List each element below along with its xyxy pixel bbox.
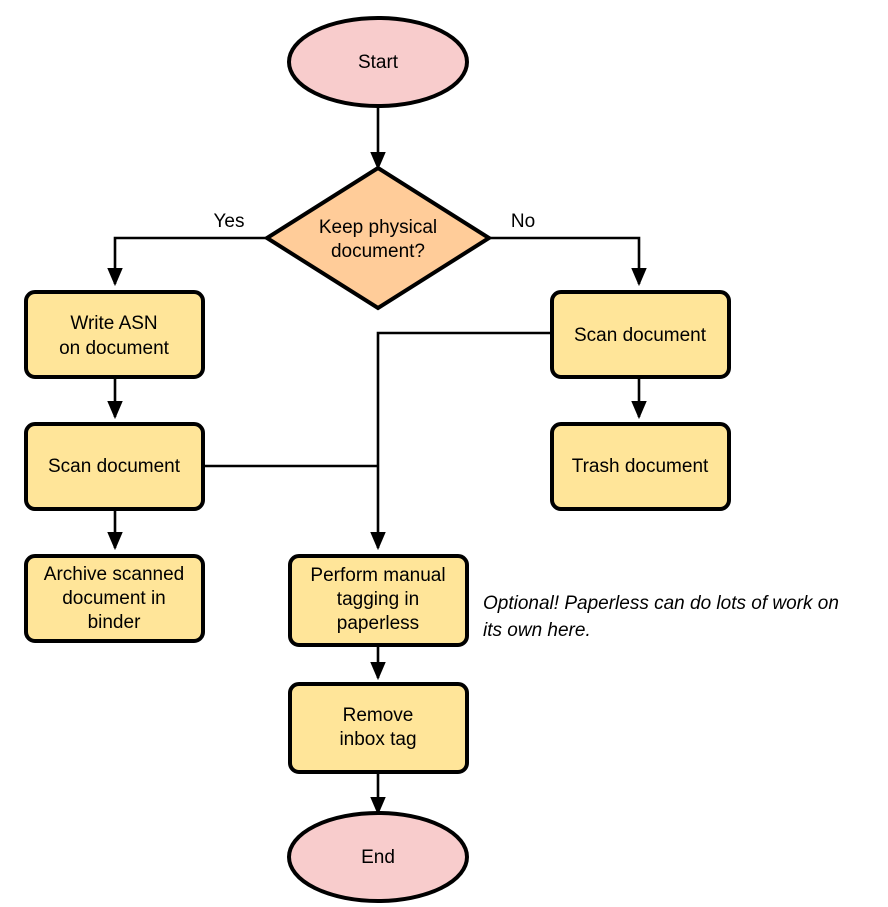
note-optional-paperless: Optional! Paperless can do lots of work …: [483, 593, 839, 641]
decision-label-line1: Keep physical: [319, 217, 437, 238]
edge-decision-yes-to-write-asn: [107, 236, 267, 287]
node-scan-document-right[interactable]: Scan document: [550, 290, 731, 379]
node-perform-manual-tagging[interactable]: Perform manual tagging in paperless: [288, 554, 469, 647]
remove-inbox-label-line2: inbox tag: [339, 729, 416, 750]
note-line1: Optional! Paperless can do lots of work …: [483, 593, 839, 614]
node-archive-scanned-document[interactable]: Archive scanned document in binder: [24, 554, 205, 643]
decision-diamond: [263, 165, 493, 311]
note-line2: its own here.: [483, 620, 591, 641]
scan-left-label: Scan document: [48, 456, 181, 477]
trash-label: Trash document: [572, 456, 709, 477]
edge-label-no: No: [511, 211, 535, 232]
start-label: Start: [358, 52, 399, 73]
archive-label-line2: document in: [62, 588, 166, 609]
scan-right-label: Scan document: [574, 325, 707, 346]
remove-inbox-box: [288, 682, 469, 774]
node-start[interactable]: Start: [287, 16, 469, 108]
node-decision-keep-physical-document[interactable]: Keep physical document?: [263, 165, 493, 311]
node-remove-inbox-tag[interactable]: Remove inbox tag: [288, 682, 469, 774]
trash-box: [550, 422, 731, 511]
end-ellipse: [287, 811, 469, 903]
write-asn-label-line1: Write ASN: [70, 313, 157, 334]
write-asn-label-line2: on document: [59, 338, 170, 359]
edge-decision-no-to-scan-right: [489, 236, 647, 287]
scan-left-box: [24, 422, 205, 511]
tagging-label-line2: tagging in: [337, 589, 419, 610]
tagging-label-line1: Perform manual: [310, 565, 445, 586]
end-label: End: [361, 847, 395, 868]
node-end[interactable]: End: [287, 811, 469, 903]
tagging-label-line3: paperless: [337, 613, 419, 634]
write-asn-box: [24, 290, 205, 379]
archive-label-line1: Archive scanned: [44, 564, 184, 585]
archive-label-line3: binder: [88, 612, 141, 633]
scan-right-box: [550, 290, 731, 379]
node-trash-document[interactable]: Trash document: [550, 422, 731, 511]
remove-inbox-label-line1: Remove: [343, 705, 414, 726]
start-ellipse: [287, 16, 469, 108]
node-scan-document-left[interactable]: Scan document: [24, 422, 205, 511]
edge-scan-right-to-tagging: [370, 331, 552, 551]
archive-box: [24, 554, 205, 643]
node-write-asn[interactable]: Write ASN on document: [24, 290, 205, 379]
decision-label-line2: document?: [331, 241, 425, 262]
edge-label-yes: Yes: [214, 211, 245, 232]
tagging-box: [288, 554, 469, 647]
